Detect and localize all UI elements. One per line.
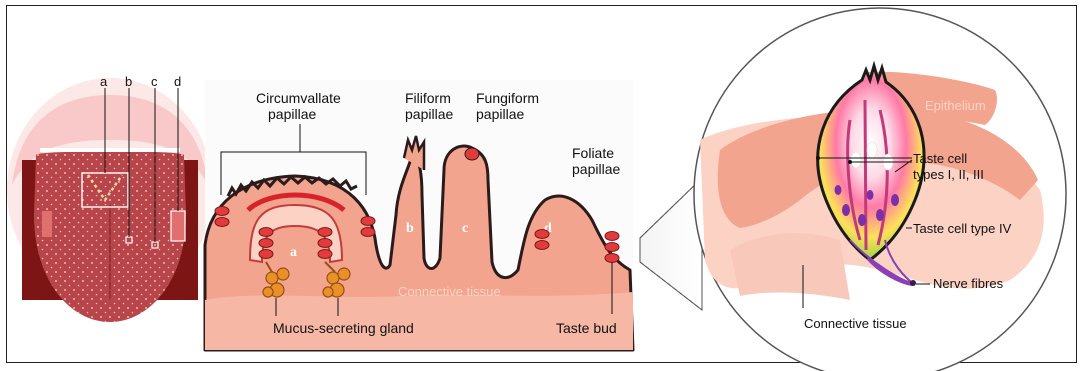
label-taste-bud: Taste bud: [556, 320, 617, 336]
label-epithelium: Epithelium: [925, 98, 986, 113]
tongue-letter-d: d: [174, 74, 181, 89]
label-circumvallate-2: papillae: [268, 106, 316, 122]
label-cell-types-2: types I, II, III: [913, 167, 984, 182]
label-cell-type-4: Taste cell type IV: [913, 221, 1012, 236]
tongue-letter-a: a: [100, 74, 108, 89]
label-connective-tissue: Connective tissue: [804, 316, 907, 331]
label-filiform-2: papillae: [405, 106, 453, 122]
tongue-letter-b: b: [125, 74, 132, 89]
tongue-letter-c: c: [151, 74, 158, 89]
label-cell-types-1: Taste cell: [913, 151, 967, 166]
label-foliate-2: papillae: [572, 161, 620, 177]
papilla-letter-a: a: [290, 245, 297, 260]
region-d-box: [171, 211, 185, 241]
label-foliate-1: Foliate: [572, 145, 614, 161]
tongue-illustration: a b c d: [7, 74, 213, 322]
label-circumvallate-1: Circumvallate: [256, 90, 341, 106]
label-fungiform-2: papillae: [476, 106, 524, 122]
papilla-letter-c: c: [462, 221, 468, 236]
taste-bud-zoom: Epithelium Taste cell types I, II, III T…: [640, 8, 1066, 371]
label-fungiform-1: Fungiform: [476, 90, 539, 106]
label-filiform-1: Filiform: [405, 90, 451, 106]
label-mucus-gland: Mucus-secreting gland: [273, 320, 414, 336]
connective-tissue-ghost-label: Connective tissue: [398, 284, 501, 299]
papilla-letter-b: b: [406, 221, 414, 236]
label-nerve-fibres: Nerve fibres: [933, 276, 1004, 291]
